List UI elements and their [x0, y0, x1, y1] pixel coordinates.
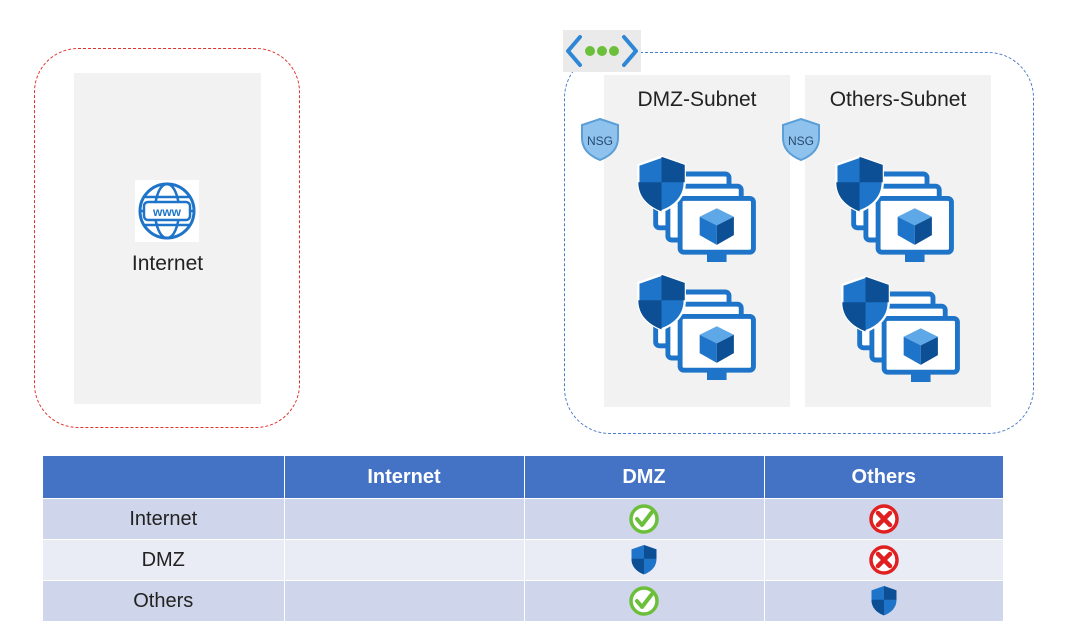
row-label: Internet [43, 498, 284, 540]
nsg-controlled-shield-icon [631, 545, 657, 575]
header-dmz: DMZ [523, 456, 764, 499]
vm-group-icon [628, 152, 764, 262]
access-matrix-table: Internet DMZ Others Internet DMZ [43, 456, 1003, 621]
internet-zone [34, 48, 300, 428]
matrix-cell [283, 539, 524, 581]
matrix-cell [523, 498, 764, 540]
vnet-zone [564, 52, 1034, 434]
nsg-shield-icon [782, 118, 820, 161]
matrix-cell [283, 498, 524, 540]
matrix-cell [523, 539, 764, 581]
globe-www-icon: www [135, 180, 199, 242]
others-subnet-title: Others-Subnet [829, 88, 967, 111]
allowed-check-icon [629, 504, 659, 534]
dmz-subnet-title: DMZ-Subnet [637, 88, 757, 111]
internet-label: Internet [131, 252, 204, 275]
matrix-cell [283, 580, 524, 621]
table-row: Others [43, 580, 1003, 621]
table-row: DMZ [43, 539, 1003, 581]
nsg-shield-icon [581, 118, 619, 161]
matrix-cell [763, 539, 1003, 581]
matrix-cell [523, 580, 764, 621]
virtual-network-icon [566, 35, 638, 67]
vm-group-icon [628, 270, 764, 380]
denied-cross-icon [868, 544, 900, 576]
header-internet: Internet [283, 456, 524, 499]
table-row: Internet [43, 498, 1003, 540]
header-others: Others [763, 456, 1003, 499]
vm-group-icon [826, 152, 962, 262]
row-label: Others [43, 580, 284, 621]
denied-cross-icon [868, 503, 900, 535]
row-label: DMZ [43, 539, 284, 581]
vm-group-icon [832, 272, 968, 382]
svg-text:www: www [152, 205, 182, 219]
nsg-controlled-shield-icon [871, 586, 897, 616]
header-corner [43, 456, 284, 499]
allowed-check-icon [629, 586, 659, 616]
matrix-cell [763, 498, 1003, 540]
matrix-cell [763, 580, 1003, 621]
table-header-row: Internet DMZ Others [43, 456, 1003, 499]
